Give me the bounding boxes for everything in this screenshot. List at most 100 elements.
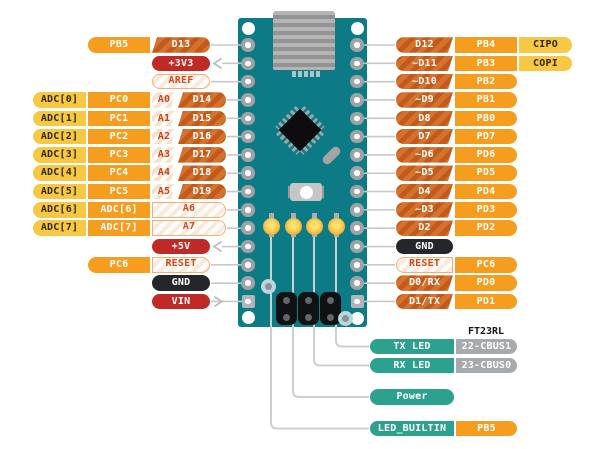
pill-d3: ~D3 [396,202,453,218]
pill-d0-rx: D0/RX [396,275,453,291]
pill-pc5: PC5 [88,183,150,200]
pill-cipo: CIPO [519,37,572,53]
pill-a0: A0 [152,92,176,108]
pin-hole [350,239,364,254]
pin-hole [350,38,364,52]
pill-pc6: PC6 [455,257,517,273]
pin-hole [350,111,364,126]
usb-solder-pad [316,71,320,77]
pill-pd6: PD6 [455,147,517,163]
pill-adc-7: ADC[7] [88,220,150,236]
pill-gnd: GND [152,275,210,291]
mounting-hole [350,311,364,325]
pill-a2: A2 [152,129,176,145]
led-trace [313,228,369,367]
pill-d13: D13 [152,37,210,53]
pin-hole [350,129,364,144]
led-trace [335,228,369,348]
pill-gnd: GND [396,238,453,255]
pill-pc0: PC0 [88,92,150,108]
pill-aref: AREF [152,73,210,90]
pill-tx-led: TX LED [370,338,454,355]
pin-pad [350,294,364,308]
arrow-in-icon [212,57,222,69]
pill-d2: D2 [396,220,453,236]
pill-pd4: PD4 [455,183,517,200]
pill-led-builtin: LED_BUILTIN [370,420,454,437]
pill-d19: D19 [178,183,226,200]
pill-d16: D16 [178,128,226,145]
pin-row: Power [370,389,454,405]
pin-hole [241,221,255,235]
pill-pc3: PC3 [88,147,150,163]
usb-chip-name: FT23RL [467,326,505,337]
pin-row: +5V [33,238,210,255]
pin-row: GND [396,238,453,255]
pill-pc6: PC6 [88,257,150,273]
pill-a3: A3 [152,147,176,163]
icsp-header [276,292,297,325]
pin-hole [241,203,255,217]
pill-pb5: PB5 [456,420,517,437]
pill-pd1: PD1 [455,293,517,310]
status-led [305,218,323,235]
pill-pb1: PB1 [455,92,517,108]
pill-adc-5: ADC[5] [33,183,86,200]
pin-row: ADC[6]ADC[6]A6 [33,202,226,218]
pill-pb3: PB3 [455,55,517,72]
pin-hole [350,148,364,162]
via [337,310,353,326]
pill-pd0: PD0 [455,275,517,291]
pill-adc-1: ADC[1] [33,110,86,127]
pin-row: ADC[7]ADC[7]A7 [33,220,226,236]
pin-row: +3V3 [33,55,210,72]
pill-a5: A5 [152,184,176,200]
pill-d15: D15 [178,110,226,127]
pin-hole [241,129,255,144]
pill-d18: D18 [178,165,226,181]
led-trace [292,228,369,398]
pill-adc-2: ADC[2] [33,128,86,145]
pin-hole [350,221,364,235]
pin-hole [350,203,364,217]
pill-d11: ~D11 [396,56,453,72]
pill-a4: A4 [152,165,176,181]
pin-hole [241,111,255,126]
pill-d6: ~D6 [396,147,453,163]
pill-pc2: PC2 [88,128,150,145]
pill-3v3: +3V3 [152,55,210,72]
pill-vin: VIN [152,293,210,310]
pin-hole [241,148,255,162]
pin-hole [350,56,364,71]
pin-hole [241,38,255,52]
pill-pb0: PB0 [455,110,517,127]
usb-solder-pad [292,71,296,77]
pill-reset: RESET [396,257,453,273]
mounting-hole [350,21,364,35]
mounting-hole [241,310,255,324]
pill-pb2: PB2 [455,73,517,90]
pill-copi: COPI [519,55,572,72]
pill-adc-6: ADC[6] [33,202,86,218]
pill-d1-tx: D1/TX [396,294,453,310]
pin-hole [350,93,364,107]
pin-hole [241,239,255,254]
